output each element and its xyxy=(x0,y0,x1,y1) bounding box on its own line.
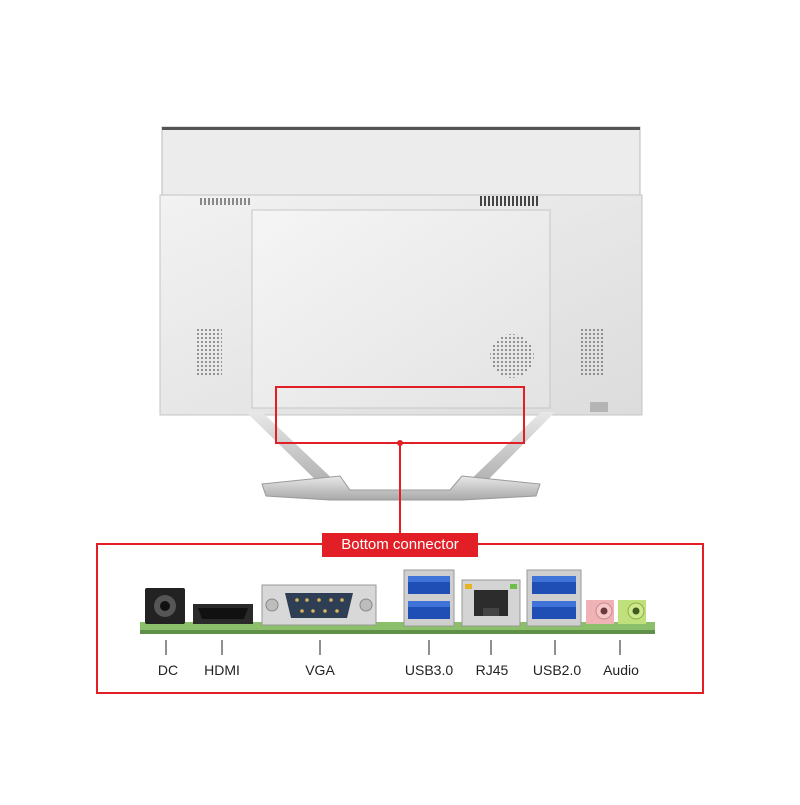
rj45-port xyxy=(461,579,521,627)
usb2-ports xyxy=(526,569,582,627)
dc-jack xyxy=(145,588,185,624)
port-label-leaders xyxy=(165,640,621,655)
port-label-audio: Audio xyxy=(603,662,639,678)
right-speaker-grille xyxy=(579,327,603,377)
left-speaker-grille xyxy=(196,327,222,377)
hdmi-port xyxy=(193,604,253,624)
central-back-panel xyxy=(251,209,551,409)
port-label-dc: DC xyxy=(157,662,179,678)
callout-title: Bottom connector xyxy=(322,533,478,557)
stand xyxy=(246,412,555,501)
fan-vent xyxy=(490,334,534,378)
usb3-ports xyxy=(403,569,455,627)
port-label-usb2: USB2.0 xyxy=(532,662,582,678)
port-label-usb3: USB3.0 xyxy=(404,662,454,678)
port-label-rj45: RJ45 xyxy=(475,662,509,678)
monitor-back xyxy=(159,126,643,416)
audio-jacks xyxy=(586,600,646,624)
port-label-hdmi: HDMI xyxy=(204,662,240,678)
port-label-vga: VGA xyxy=(305,662,335,678)
vga-port xyxy=(261,584,377,626)
